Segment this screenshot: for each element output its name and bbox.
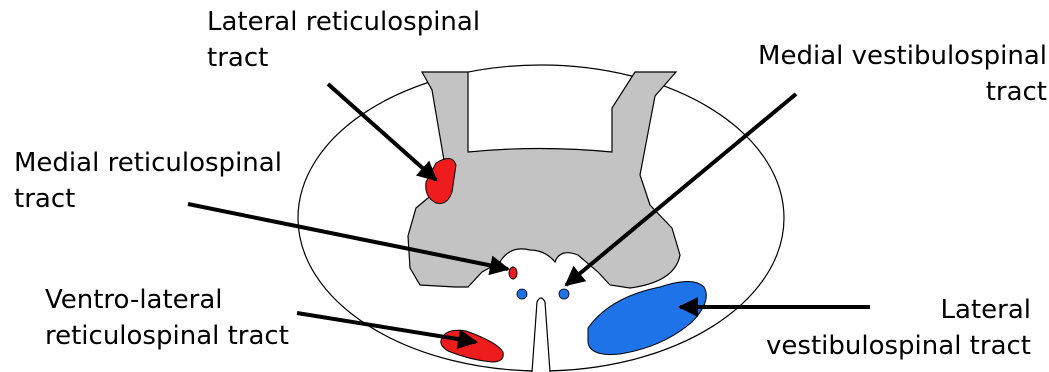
label-lateral-vestibulospinal: Lateral vestibulospinal tract xyxy=(766,292,1031,364)
label-line: Medial reticulospinal xyxy=(14,145,282,181)
label-lateral-reticulospinal: Lateral reticulospinal tract xyxy=(207,4,480,76)
label-medial-vestibulospinal: Medial vestibulospinal tract xyxy=(758,38,1047,110)
label-line: Ventro-lateral xyxy=(45,282,289,318)
label-line: vestibulospinal tract xyxy=(766,328,1031,364)
label-line: reticulospinal tract xyxy=(45,318,289,354)
medial-reticulospinal-tract xyxy=(509,267,517,279)
medial-vestibulospinal-tract-right xyxy=(559,289,569,299)
label-ventrolateral-reticulospinal: Ventro-lateral reticulospinal tract xyxy=(45,282,289,354)
label-line: Medial vestibulospinal xyxy=(758,38,1047,74)
label-line: tract xyxy=(14,181,282,217)
label-line: Lateral reticulospinal xyxy=(207,4,480,40)
label-line: tract xyxy=(207,40,480,76)
label-medial-reticulospinal: Medial reticulospinal tract xyxy=(14,145,282,217)
label-line: tract xyxy=(758,74,1047,110)
label-line: Lateral xyxy=(766,292,1031,328)
medial-vestibulospinal-tract-left xyxy=(517,289,527,299)
